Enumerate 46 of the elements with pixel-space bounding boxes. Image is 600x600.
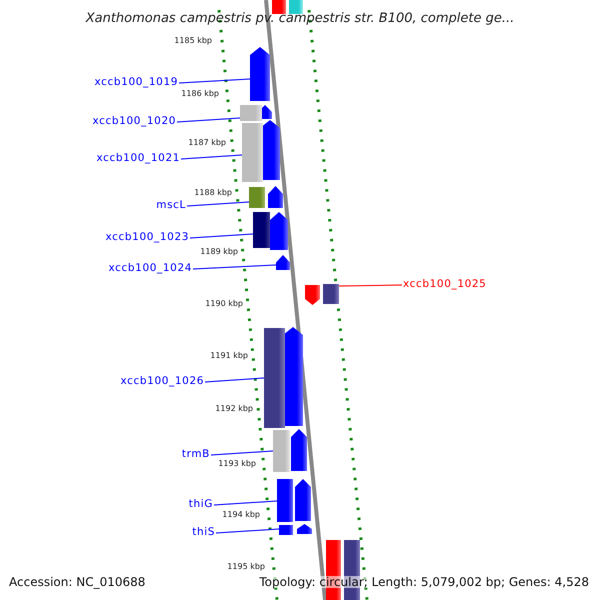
- gene-pentagon: [276, 255, 290, 270]
- gene-bar: [323, 284, 339, 304]
- gene-bar: [273, 430, 290, 472]
- gene-label: xccb100_1019: [94, 77, 178, 88]
- leader-line: [190, 234, 254, 238]
- tick-label: 1188 kbp: [194, 189, 232, 197]
- leader-line: [192, 264, 276, 270]
- gene-label: xccb100_1021: [96, 153, 180, 164]
- accession-text: Accession: NC_010688: [9, 576, 146, 588]
- tick-label: 1187 kbp: [188, 139, 226, 147]
- gene-label: xccb100_1020: [92, 116, 176, 126]
- tick-label: 1190 kbp: [205, 300, 243, 308]
- genome-info-text: Topology: circular; Length: 5,079,002 bp; Genes: 4,528: [259, 576, 589, 588]
- gene-label: thiG: [188, 499, 213, 510]
- leader-line: [216, 528, 280, 534]
- title: Xanthomonas campestris pv. campestris str. B100, complete ge...: [84, 12, 516, 25]
- tick-label: 1189 kbp: [200, 248, 238, 256]
- gene-bar: [277, 479, 293, 522]
- leader-line: [176, 118, 240, 122]
- tick-label: 1192 kbp: [215, 405, 253, 413]
- tick-label: 1195 kbp: [227, 563, 265, 571]
- leader-line: [178, 78, 250, 84]
- gene-label: thiS: [192, 527, 215, 538]
- gene-label: xccb100_1025: [403, 279, 486, 290]
- tick-label: 1193 kbp: [218, 460, 256, 468]
- gene-label: xccb100_1024: [108, 263, 192, 274]
- gene-pentagon: [250, 47, 270, 101]
- leader-line: [186, 202, 250, 206]
- leader-line: [204, 378, 264, 382]
- tick-label: 1186 kbp: [181, 90, 219, 98]
- leader-line: [338, 284, 402, 286]
- gene-label: xccb100_1023: [106, 232, 189, 242]
- gene-bar: [279, 525, 293, 535]
- leader-line: [210, 450, 274, 456]
- gene-bar: [249, 187, 265, 208]
- gene-bar: [240, 105, 262, 121]
- gene-label: trmB: [182, 449, 210, 460]
- leader-line: [180, 154, 242, 160]
- gene-label: xccb100_1026: [120, 376, 204, 386]
- gene-bar: [253, 212, 270, 248]
- gene-label: mscL: [156, 200, 186, 210]
- tick-label: 1194 kbp: [222, 511, 260, 519]
- tick-label: 1191 kbp: [210, 352, 248, 360]
- tick-label: 1185 kbp: [174, 37, 212, 45]
- gene-bar: [264, 328, 285, 428]
- leader-line: [214, 500, 278, 506]
